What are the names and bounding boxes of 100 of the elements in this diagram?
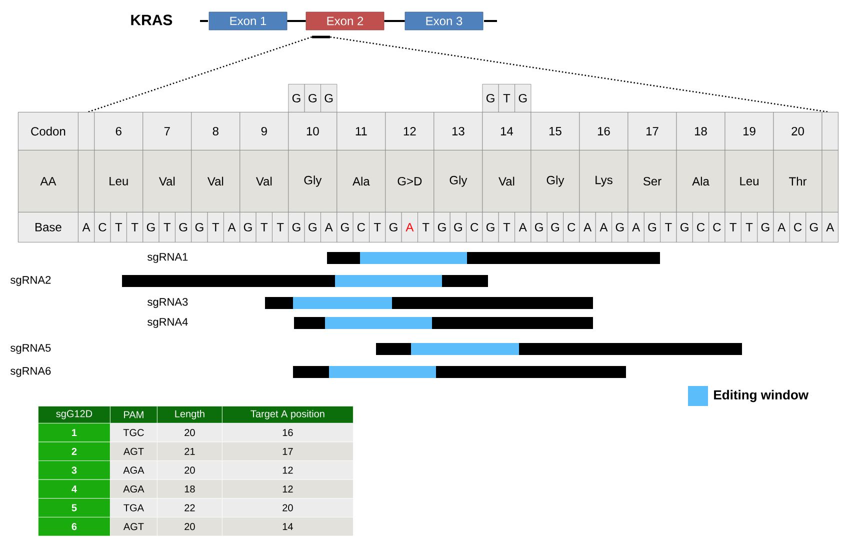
sgrna-label: sgRNA3	[148, 298, 188, 308]
table-cell: 22	[157, 498, 222, 518]
table-cell: PAM	[110, 406, 158, 424]
table-cell: 10	[288, 112, 338, 150]
table-cell: 7	[142, 112, 192, 150]
table-cell: 20	[157, 460, 222, 480]
table-cell: 20	[157, 516, 222, 536]
sgrna-label: sgRNA4	[148, 318, 188, 328]
table-cell: G	[288, 212, 305, 242]
table-cell: 19	[724, 112, 774, 150]
table-cell: A	[595, 212, 612, 242]
table-cell: 11	[336, 112, 386, 150]
table-cell: TGA	[110, 498, 158, 518]
table-cell: G	[336, 212, 354, 242]
table-cell: G	[482, 84, 499, 112]
sgrna-label: sgRNA6	[10, 367, 51, 377]
table-cell: AGA	[110, 479, 158, 499]
table-cell: C	[692, 212, 710, 242]
table-cell: AGT	[110, 442, 158, 461]
sgrna-label: sgRNA2	[10, 276, 51, 286]
table-cell: C	[563, 212, 580, 242]
table-cell: 17	[628, 112, 677, 150]
table-cell: Gly	[530, 150, 580, 212]
exon-box: Exon 1	[208, 12, 288, 30]
table-cell: Val	[142, 150, 192, 212]
table-cell: T	[158, 212, 176, 242]
table-cell: 20	[157, 422, 222, 442]
table-cell: A	[628, 212, 644, 242]
table-cell: A	[78, 212, 95, 242]
table-cell: T	[418, 212, 434, 242]
table-cell: 8	[191, 112, 240, 150]
table-cell: 6	[38, 516, 110, 536]
table-cell: Lys	[579, 150, 628, 212]
table-cell: T	[272, 212, 289, 242]
exon-region-bar	[312, 36, 330, 38]
table-cell: G	[676, 212, 693, 242]
table-cell: C	[352, 212, 370, 242]
table-cell: G>D	[385, 150, 434, 212]
gene-line	[287, 20, 306, 22]
table-cell: 9	[240, 112, 289, 150]
gene-line	[384, 20, 405, 22]
table-cell: T	[498, 84, 515, 112]
table-cell: A	[822, 212, 838, 242]
exon-box: Exon 3	[404, 12, 484, 30]
table-cell: 21	[157, 442, 222, 461]
table-cell: G	[191, 212, 208, 242]
table-cell: T	[498, 212, 515, 242]
table-cell: G	[482, 212, 499, 242]
table-cell: A	[514, 212, 532, 242]
table-cell: G	[240, 212, 256, 242]
table-cell: Ala	[336, 150, 386, 212]
table-cell: A	[773, 212, 790, 242]
table-cell: Val	[482, 150, 532, 212]
table-cell: G	[757, 212, 774, 242]
table-cell: T	[110, 212, 127, 242]
table-cell: 5	[38, 498, 110, 518]
table-cell: C	[708, 212, 726, 242]
table-cell: G	[385, 212, 402, 242]
table-cell: C	[94, 212, 111, 242]
table-cell: Val	[191, 150, 240, 212]
table-cell: 18	[157, 479, 222, 499]
table-cell: G	[288, 84, 305, 112]
table-cell: G	[514, 84, 532, 112]
table-cell: A	[579, 212, 596, 242]
table-cell: Ala	[676, 150, 726, 212]
table-cell: 18	[676, 112, 726, 150]
gene-name: KRAS	[131, 14, 172, 26]
exon-box: Exon 2	[306, 12, 384, 30]
table-cell: T	[369, 212, 386, 242]
sgrna-label: sgRNA5	[10, 344, 51, 354]
table-cell: Ser	[628, 150, 677, 212]
table-cell: G	[612, 212, 628, 242]
table-cell: C	[466, 212, 483, 242]
table-cell: T	[724, 212, 742, 242]
zoom-line	[88, 36, 312, 113]
zoom-line	[330, 36, 828, 113]
table-cell: 15	[530, 112, 580, 150]
table-cell: G	[304, 212, 321, 242]
table-cell: G	[434, 212, 450, 242]
table-cell: T	[256, 212, 272, 242]
legend-label: Editing window	[714, 390, 809, 402]
table-cell: T	[660, 212, 677, 242]
table-cell: T	[126, 212, 144, 242]
table-cell: 1	[38, 422, 110, 442]
table-cell: Leu	[724, 150, 774, 212]
table-cell: T	[740, 212, 758, 242]
table-cell: G	[530, 212, 548, 242]
table-cell: 2	[38, 442, 110, 461]
table-cell: G	[806, 212, 822, 242]
table-cell: A	[401, 212, 418, 242]
table-cell: 12	[385, 112, 434, 150]
table-cell: Val	[240, 150, 289, 212]
table-cell: G	[175, 212, 192, 242]
sgrna-label: sgRNA1	[148, 253, 188, 263]
table-cell: Gly	[288, 150, 338, 212]
table-cell: G	[450, 212, 466, 242]
table-cell: TGC	[110, 422, 158, 442]
table-cell: AGA	[110, 460, 158, 480]
table-cell: G	[644, 212, 661, 242]
table-cell: 16	[579, 112, 628, 150]
